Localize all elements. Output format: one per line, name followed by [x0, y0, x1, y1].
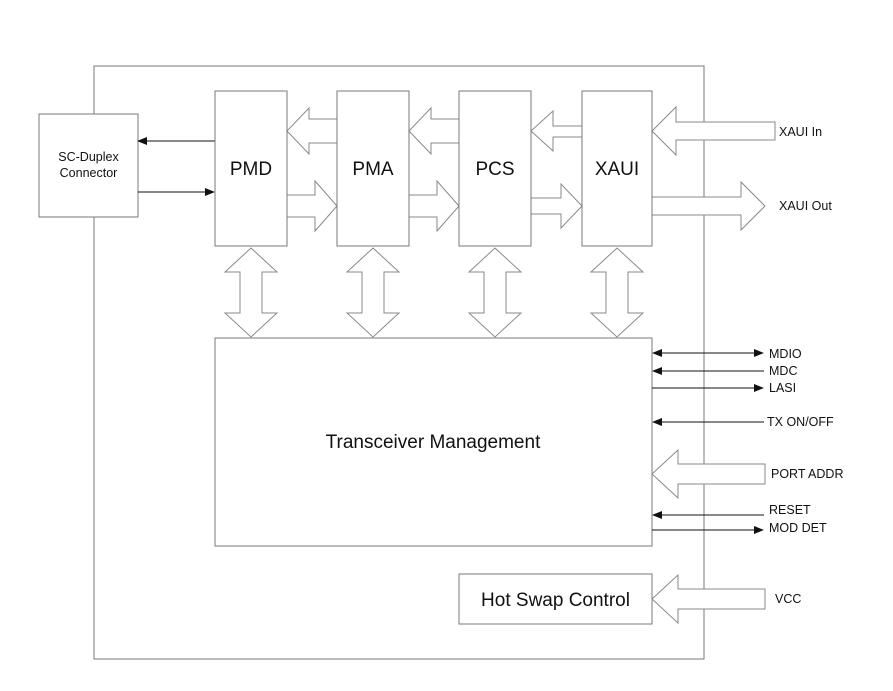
lasi-label: LASI	[769, 381, 796, 395]
pcs-to-pma-arrow	[408, 106, 460, 156]
hot-swap-label: Hot Swap Control	[481, 590, 630, 611]
pmd-label: PMD	[230, 159, 272, 180]
mdc-arrow	[652, 367, 764, 375]
tx-on-off-label: TX ON/OFF	[767, 415, 834, 429]
reset-label: RESET	[769, 503, 811, 517]
mdio-label: MDIO	[769, 347, 802, 361]
pma-management-arrow	[345, 247, 401, 338]
pmd-block: PMD	[214, 90, 288, 247]
pcs-management-arrow	[467, 247, 523, 338]
pma-block: PMA	[336, 90, 410, 247]
mod-det-label: MOD DET	[769, 521, 827, 535]
pma-to-pmd-arrow	[286, 106, 338, 156]
connector-rx-arrow	[137, 137, 215, 145]
sc-duplex-connector-block: SC-Duplex Connector	[38, 113, 139, 218]
pma-label: PMA	[352, 159, 394, 180]
module-boundary	[93, 65, 705, 660]
vcc-label: VCC	[775, 592, 801, 606]
pmd-to-pma-arrow	[286, 179, 338, 233]
xaui-in-label: XAUI In	[779, 125, 822, 139]
xaui-block: XAUI	[581, 90, 653, 247]
xaui-label: XAUI	[595, 159, 639, 180]
connector-label-line1: SC-Duplex	[58, 150, 119, 164]
hot-swap-control-block: Hot Swap Control	[458, 573, 653, 625]
xaui-in-arrow	[651, 105, 776, 157]
xaui-out-label: XAUI Out	[779, 199, 832, 213]
connector-tx-arrow	[138, 188, 215, 196]
tx-on-off-arrow	[652, 418, 764, 426]
pcs-to-xaui-arrow	[530, 182, 583, 230]
port-addr-arrow	[651, 448, 766, 500]
mdc-label: MDC	[769, 364, 797, 378]
lasi-arrow	[652, 384, 764, 392]
pcs-block: PCS	[458, 90, 532, 247]
port-addr-label: PORT ADDR	[771, 467, 843, 481]
mdio-arrow	[652, 349, 764, 357]
pma-to-pcs-arrow	[408, 179, 460, 233]
pcs-label: PCS	[475, 159, 514, 180]
vcc-arrow	[651, 573, 766, 625]
mod-det-arrow	[652, 526, 764, 534]
management-label: Transceiver Management	[326, 432, 541, 453]
xaui-to-pcs-arrow	[530, 109, 583, 153]
xaui-out-arrow	[651, 180, 766, 232]
pmd-management-arrow	[223, 247, 279, 338]
transceiver-management-block: Transceiver Management	[214, 337, 653, 547]
xaui-management-arrow	[589, 247, 645, 338]
connector-label-line2: Connector	[60, 166, 118, 180]
reset-arrow	[652, 511, 764, 519]
